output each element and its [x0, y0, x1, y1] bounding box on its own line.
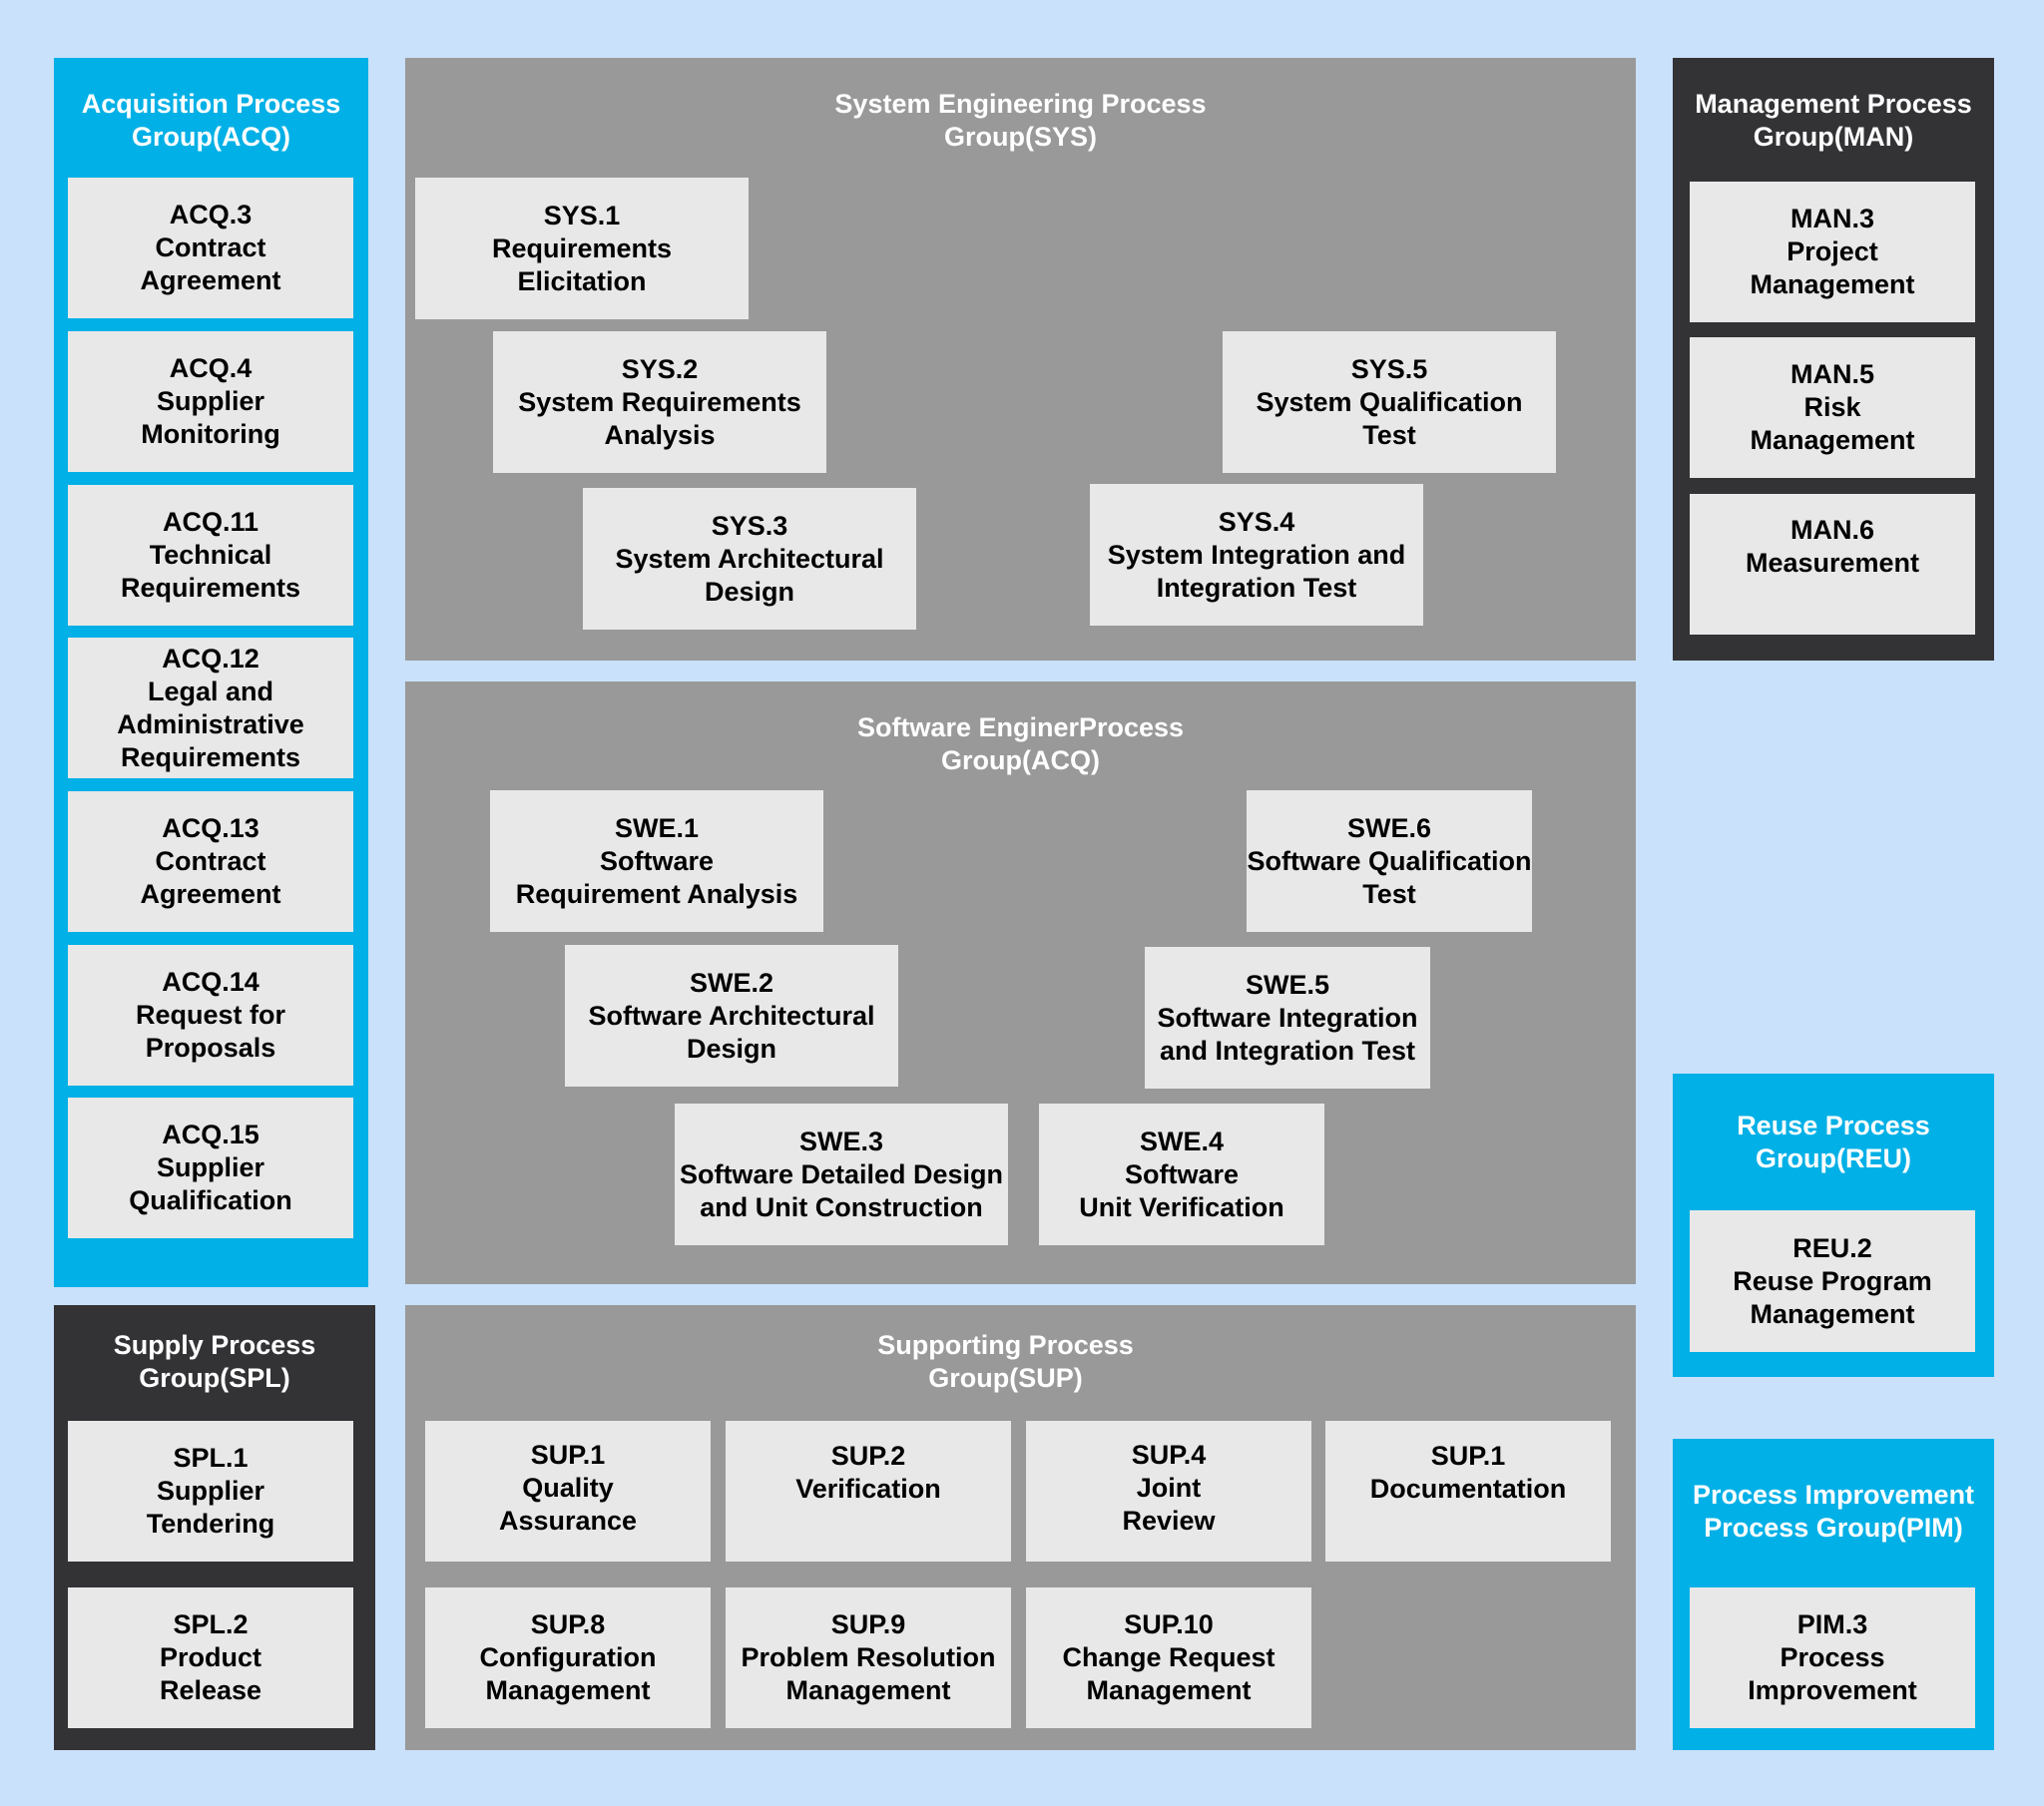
- pim-group-title: Process Improvement Process Group(PIM): [1692, 1480, 1975, 1543]
- swe-group: Software EnginerProcess Group(ACQ) SWE.1…: [405, 681, 1636, 1284]
- sys-group-title: System Engineering Process Group(SYS): [834, 89, 1207, 152]
- acq-group-title: Acquisition Process Group(ACQ): [81, 89, 341, 152]
- swe-group-title: Software EnginerProcess Group(ACQ): [856, 712, 1185, 775]
- sup-group-title: Supporting Process Group(SUP): [877, 1330, 1134, 1393]
- pim-group: Process Improvement Process Group(PIM) P…: [1673, 1439, 1994, 1750]
- sys-group: System Engineering Process Group(SYS) SY…: [405, 58, 1636, 661]
- man-group-title: Management Process Group(MAN): [1695, 89, 1972, 152]
- reu-group-title: Reuse Process Group(REU): [1737, 1111, 1930, 1173]
- spl-group-title: Supply Process Group(SPL): [113, 1330, 316, 1393]
